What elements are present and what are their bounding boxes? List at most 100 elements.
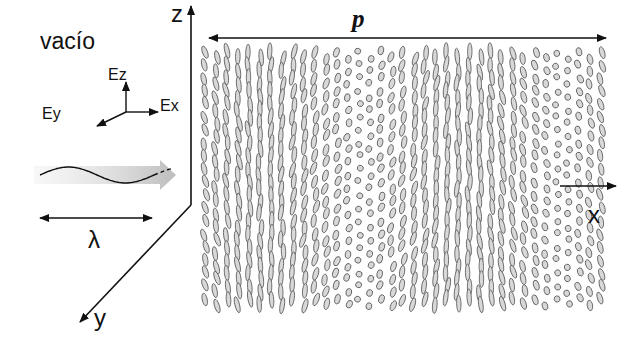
molecule [343,133,351,142]
molecule [532,74,540,85]
molecule [322,196,330,209]
molecule [520,220,528,233]
molecule [553,151,561,159]
molecule [354,256,362,263]
molecule [300,88,308,103]
molecule [312,292,321,306]
x-axis [560,185,616,187]
molecule [432,297,438,314]
molecule [431,232,440,249]
molecule [356,73,364,81]
molecule [313,239,320,253]
molecule [388,78,396,90]
molecule [344,171,352,180]
molecule [354,295,362,303]
molecule [445,107,452,124]
molecule [310,280,317,294]
molecule [199,228,208,242]
molecule [497,257,505,273]
molecule [235,205,242,222]
molecule [554,283,562,291]
molecule [433,141,439,158]
molecule [345,288,352,297]
molecule [377,217,385,227]
molecule [532,242,539,253]
field-label: Ez [108,67,127,83]
molecule [288,69,295,85]
molecule [544,274,551,283]
molecule [365,145,373,154]
molecule [554,269,562,277]
molecule [222,109,229,125]
molecule [378,191,385,201]
molecule [332,47,340,58]
molecule [366,250,373,258]
molecule [595,228,604,241]
molecule [213,50,221,65]
molecule [543,66,551,76]
molecule [367,118,375,127]
molecule [302,283,308,298]
molecule [332,230,339,241]
molecule [468,108,473,125]
molecule [278,62,283,79]
molecule [377,202,386,212]
molecule [576,74,585,84]
molecule [333,203,342,214]
molecule [421,291,429,307]
molecule [564,118,571,126]
molecule [212,246,219,261]
molecule [598,279,606,292]
molecule [301,298,310,313]
molecule [498,296,507,312]
molecule [552,178,559,186]
molecule [508,239,517,253]
molecule [431,217,439,234]
molecule [454,48,460,66]
molecule [511,124,518,138]
molecule [564,55,572,63]
molecule [456,295,461,312]
molecule [366,66,374,74]
molecule [564,225,572,233]
molecule [412,115,418,129]
molecule [200,162,208,176]
molecule [554,229,562,237]
molecule [301,155,307,170]
molecule [334,294,341,305]
molecule [377,138,384,148]
molecule [310,175,318,189]
molecule [398,98,405,111]
molecule [356,164,364,172]
molecule [597,176,604,189]
molecule [310,59,317,73]
molecule [398,227,407,240]
molecule [576,267,584,277]
molecule [344,157,351,166]
molecule [367,237,374,245]
molecule [399,201,406,214]
molecule [410,180,418,195]
molecule [211,90,220,105]
molecule [596,255,604,268]
molecule [510,188,518,202]
molecule [409,231,418,246]
molecule [531,111,540,122]
molecule [544,171,552,180]
molecule [323,53,330,65]
molecule [509,57,516,71]
molecule [399,215,407,228]
molecule [498,194,505,209]
molecule [576,254,584,264]
molecule [256,204,262,222]
molecule [510,147,518,161]
molecule [518,104,527,117]
axis-label: y [94,306,106,330]
molecule [423,45,428,60]
molecule [345,223,353,232]
molecule [345,299,353,308]
molecule [322,207,330,220]
light-beam [34,160,176,190]
molecule [565,235,572,243]
molecule [542,105,550,115]
